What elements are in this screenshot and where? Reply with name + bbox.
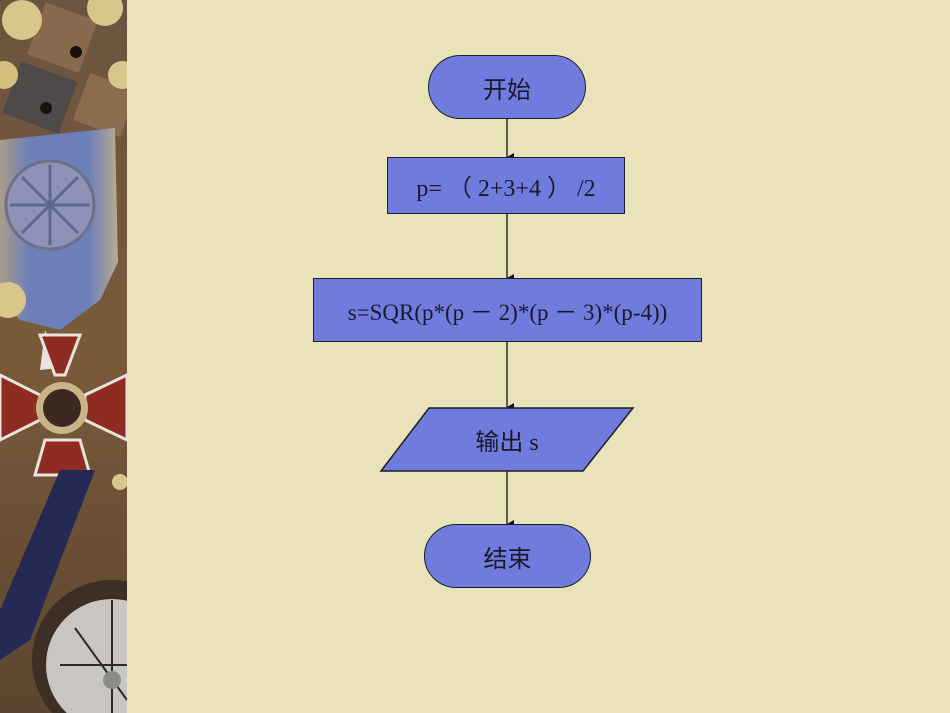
step1-label: p= （ 2+3+4 ） /2	[416, 176, 596, 202]
process-step-compute-p: p= （ 2+3+4 ） /2	[387, 157, 625, 214]
start-label: 开始	[483, 77, 531, 104]
decorative-photo-strip	[0, 0, 127, 713]
end-label: 结束	[483, 546, 532, 573]
step2-label: s=SQR(p*(p － 2)*(p － 3)*(p-4))	[347, 300, 668, 325]
slide-canvas: 开始 p= （ 2+3+4 ） /2 s=SQR(p*(p － 2)*(p － …	[127, 0, 950, 713]
process-step-compute-s: s=SQR(p*(p － 2)*(p － 3)*(p-4))	[313, 278, 702, 342]
output-label: 输出 s	[475, 430, 539, 456]
start-terminator: 开始	[428, 55, 586, 119]
medals-photo-icon	[0, 0, 127, 713]
output-label-container: 输出 s	[379, 407, 635, 472]
end-terminator: 结束	[424, 524, 591, 588]
flow-connectors	[506, 119, 514, 528]
output-parallelogram	[379, 407, 635, 472]
